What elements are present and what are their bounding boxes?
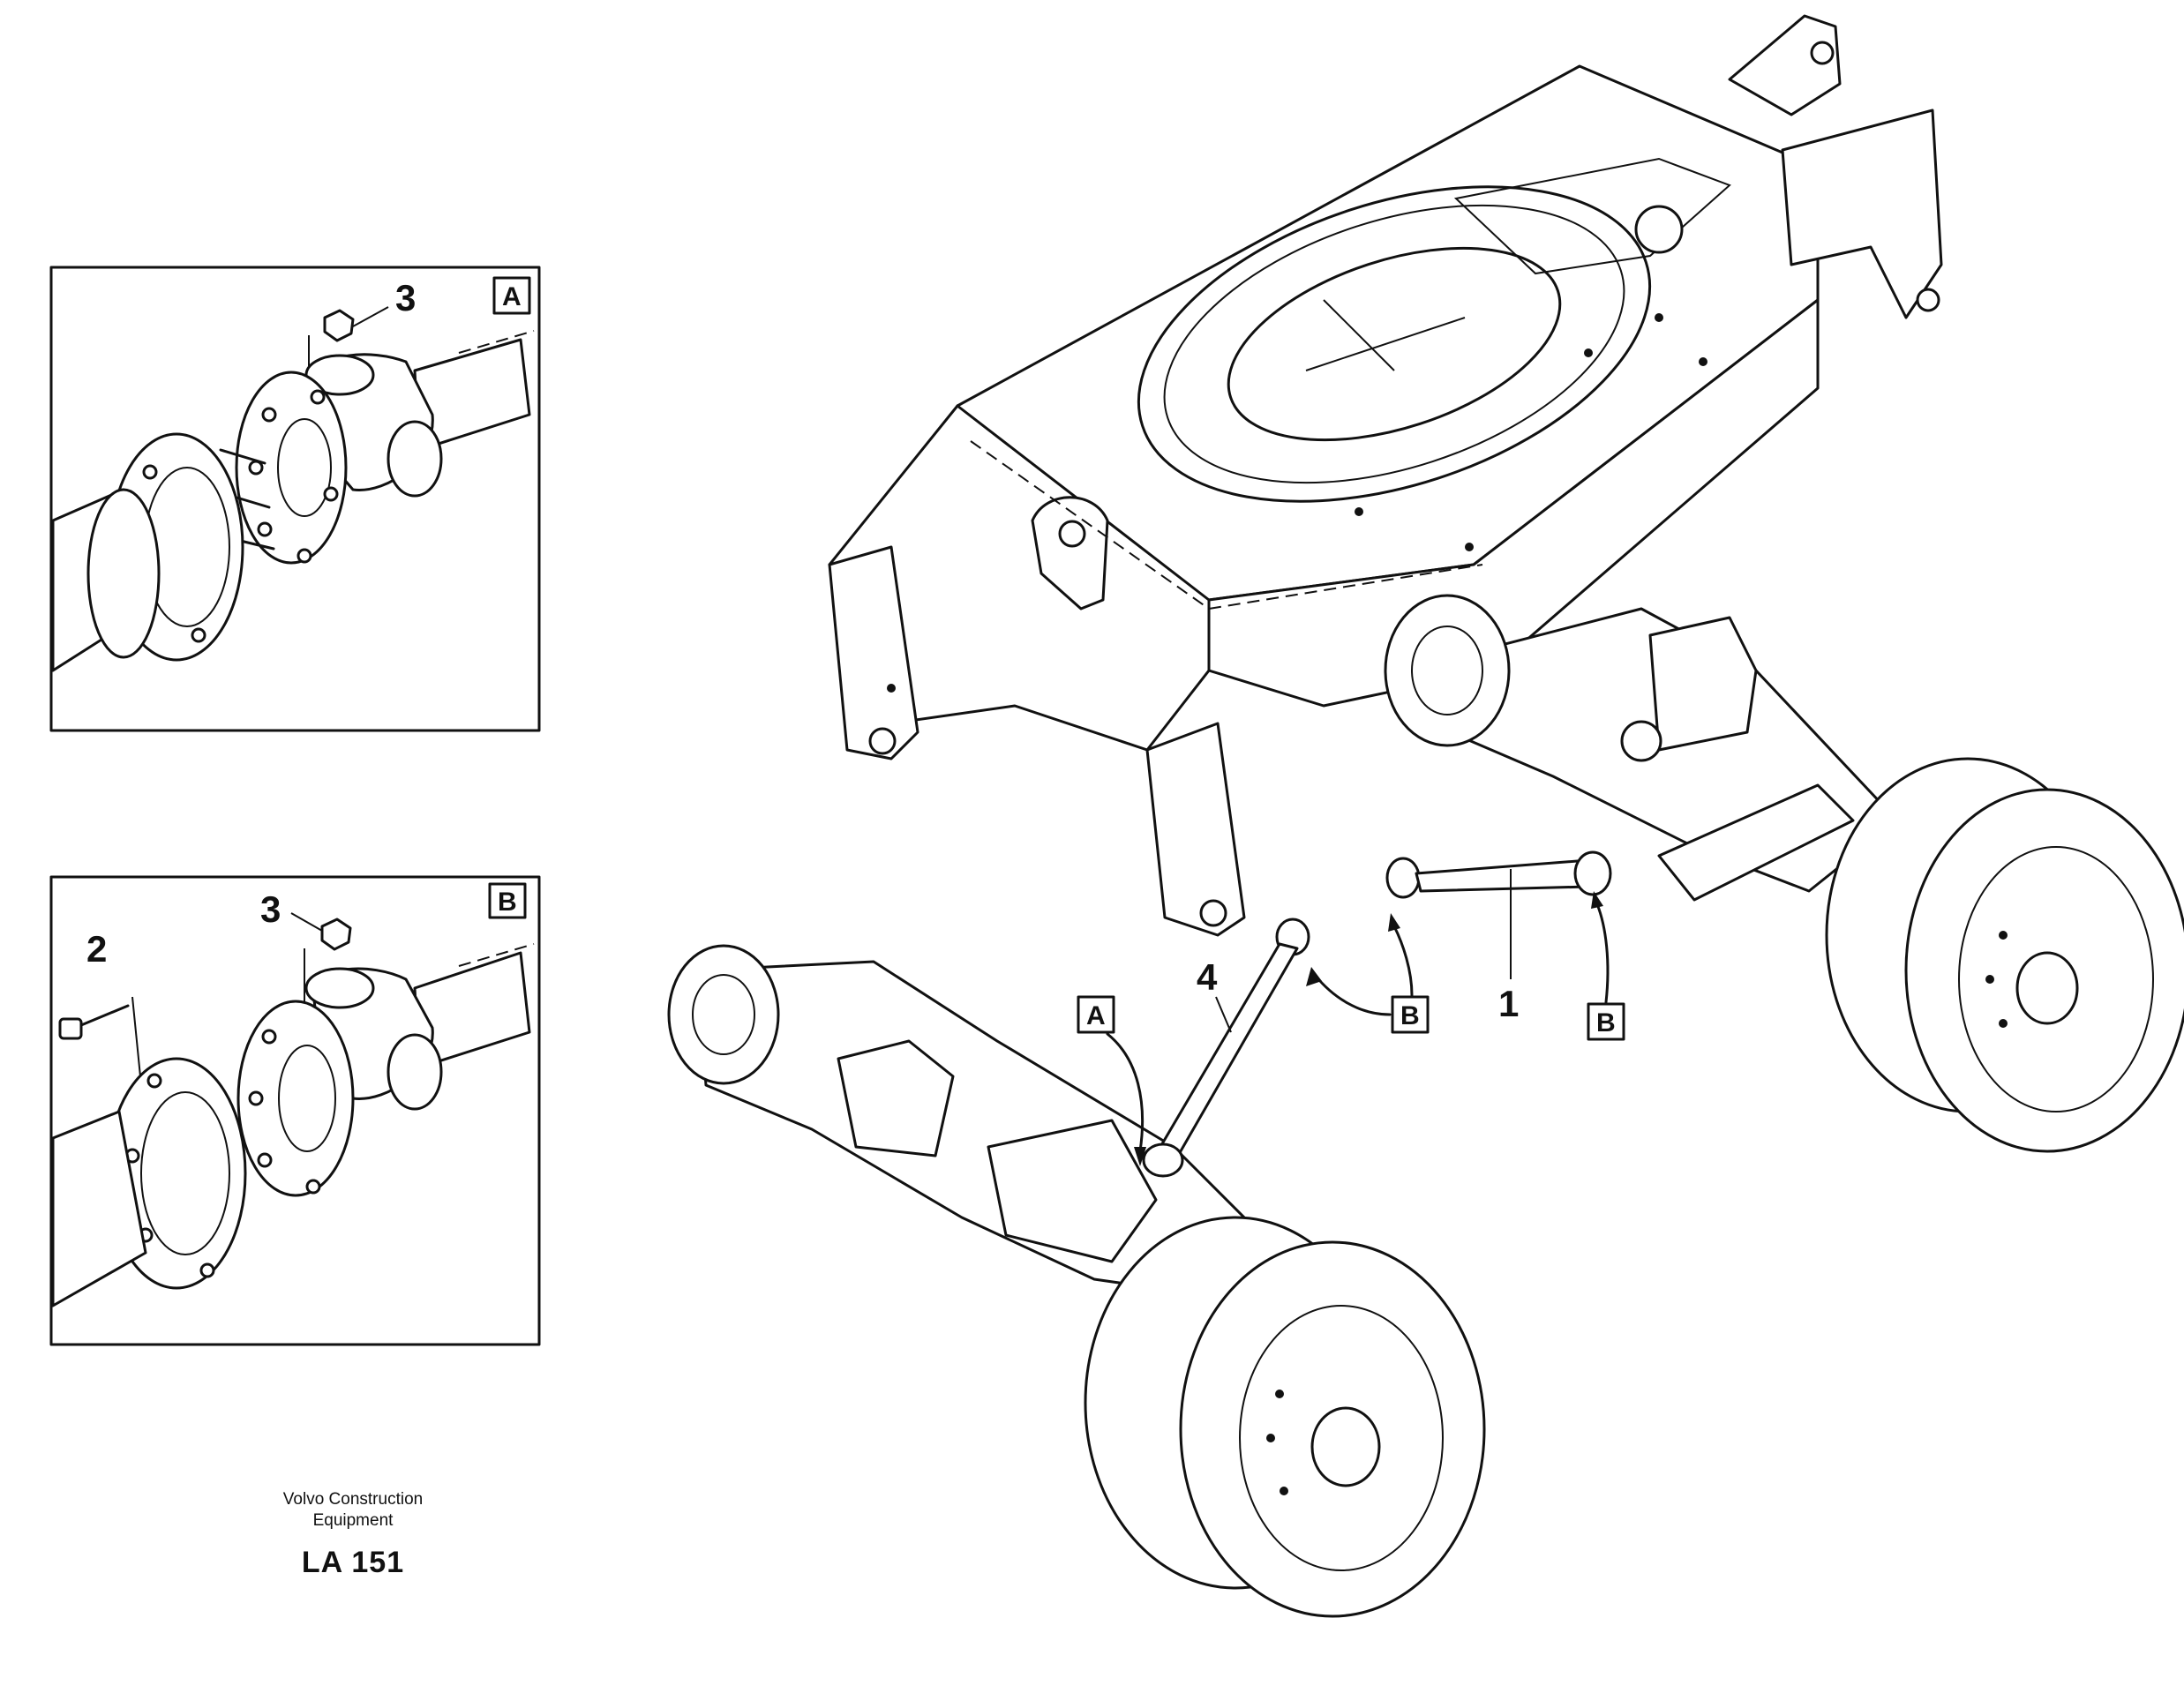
illustration-code: LA 151 bbox=[301, 1546, 405, 1579]
detail-b-frame bbox=[49, 875, 541, 1346]
rear-axle-assembly bbox=[1384, 594, 2184, 1153]
undercarriage-frame bbox=[828, 14, 1943, 937]
detail-b-letter: B bbox=[498, 888, 517, 917]
detail-a-letter-box bbox=[492, 276, 531, 315]
front-axle-bracket bbox=[837, 1039, 955, 1157]
detail-view-a: A 3 bbox=[49, 266, 541, 732]
flange bbox=[236, 1000, 355, 1197]
credit-line-2: Equipment bbox=[312, 1511, 394, 1530]
detail-a-callout-3: 3 bbox=[395, 277, 416, 318]
frame-side-wall bbox=[1207, 298, 1820, 708]
callout-4: 4 bbox=[1197, 956, 1218, 998]
callout-a-letter: A bbox=[1086, 1001, 1106, 1030]
nut-icon bbox=[323, 309, 355, 342]
detail-b-callout-3: 3 bbox=[260, 888, 281, 930]
propeller-shaft-1 bbox=[1385, 850, 1612, 899]
rear-steering-cylinder bbox=[1657, 783, 1855, 902]
detail-view-b: B 3 2 bbox=[49, 875, 541, 1346]
frame-front-leg-left bbox=[828, 545, 919, 760]
detail-a-letter: A bbox=[502, 282, 522, 311]
arrow-line bbox=[1106, 1032, 1145, 1153]
frame-rear-mount bbox=[1728, 14, 1842, 116]
rear-axle-hub-left bbox=[1384, 594, 1511, 747]
callout-b-right-letter: B bbox=[1596, 1008, 1616, 1038]
credit-line-1: Volvo Construction bbox=[282, 1490, 424, 1509]
frame-rear-bracket bbox=[1781, 109, 1943, 319]
callout-1: 1 bbox=[1498, 983, 1519, 1024]
callout-b-left-letter: B bbox=[1400, 1001, 1420, 1030]
front-axle-assembly bbox=[667, 944, 1486, 1618]
callout-a-box bbox=[1077, 995, 1115, 1034]
detail-b-letter-box bbox=[488, 882, 527, 919]
callout-b-right-box bbox=[1587, 1002, 1625, 1041]
shaft-tube bbox=[1159, 942, 1299, 1157]
detail-a-frame bbox=[49, 266, 541, 732]
propeller-shaft-4 bbox=[1142, 918, 1310, 1178]
rear-wheel-hub bbox=[2015, 951, 2079, 1025]
leader-line bbox=[352, 306, 389, 327]
shaft-flange bbox=[1385, 857, 1421, 899]
nut-icon bbox=[320, 918, 352, 951]
frame-front-leg-right bbox=[1145, 722, 1246, 937]
ring-center-opening bbox=[1227, 246, 1562, 442]
callout-b-left-box bbox=[1391, 995, 1430, 1034]
front-wheel-hub bbox=[1310, 1406, 1381, 1487]
bolt-icon bbox=[58, 1017, 83, 1040]
detail-b-callout-2: 2 bbox=[86, 928, 107, 970]
arrow-head bbox=[1134, 1147, 1146, 1166]
front-axle-hub-left bbox=[667, 944, 780, 1085]
shaft-tube bbox=[1415, 858, 1590, 893]
publisher-credit: Volvo Construction Equipment LA 151 bbox=[238, 1489, 468, 1580]
main-callouts: A 4 B 1 B bbox=[1077, 869, 1625, 1166]
rear-differential bbox=[1648, 616, 1758, 752]
front-differential bbox=[987, 1119, 1158, 1263]
axle-housing bbox=[51, 1110, 147, 1307]
